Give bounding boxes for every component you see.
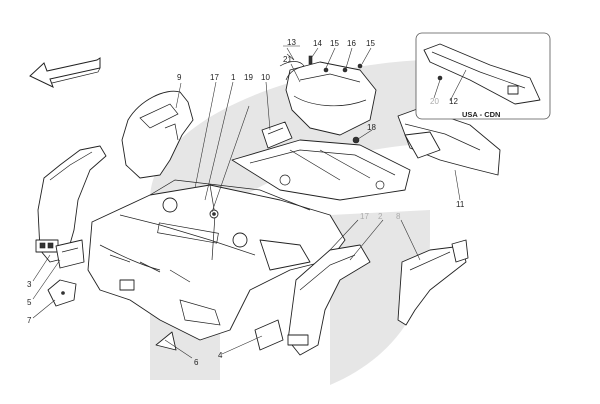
label-21: 21 (283, 55, 292, 64)
part-19-bolt (209, 209, 219, 219)
part-4-plate (254, 319, 284, 351)
part-labels: 1 2 3 4 5 6 7 8 9 10 11 12 13 14 15 16 1… (27, 38, 500, 367)
label-20: 20 (430, 97, 439, 106)
label-10: 10 (261, 73, 270, 82)
part-8-right-wheel-arch (397, 239, 469, 326)
label-17-b: 17 (360, 212, 369, 221)
label-5: 5 (27, 298, 32, 307)
label-18: 18 (367, 123, 376, 132)
part-2-right-side-panel (287, 244, 371, 356)
part-9-wheelhouse-panel (121, 90, 194, 179)
part-13-spare-wheel-well (285, 61, 377, 136)
direction-arrow-icon (29, 57, 101, 88)
label-14: 14 (313, 39, 322, 48)
part-18-grommet (352, 136, 360, 144)
part-5-bracket (55, 239, 85, 269)
label-6: 6 (194, 358, 199, 367)
label-17: 17 (210, 73, 219, 82)
label-16: 16 (347, 39, 356, 48)
label-1: 1 (231, 73, 236, 82)
label-13: 13 (287, 38, 296, 47)
inset-caption: USA - CDN (462, 110, 500, 119)
label-15-b: 15 (366, 39, 375, 48)
label-11: 11 (456, 200, 465, 209)
label-9: 9 (177, 73, 182, 82)
leader-lines (32, 45, 467, 359)
label-8: 8 (396, 212, 401, 221)
inset-usa-cdn (415, 32, 551, 120)
part-10-bracket (261, 121, 293, 149)
label-15: 15 (330, 39, 339, 48)
label-2: 2 (378, 212, 383, 221)
part-3-left-side-panel (35, 145, 107, 263)
label-12: 12 (449, 97, 458, 106)
part-7-small-plate (47, 279, 77, 307)
label-19: 19 (244, 73, 253, 82)
trunk-floor-panel (231, 139, 411, 201)
label-7: 7 (27, 316, 32, 325)
screws-group (308, 55, 363, 73)
label-4: 4 (218, 351, 223, 360)
part-21-seal (279, 61, 305, 81)
label-3: 3 (27, 280, 32, 289)
rear-floor-assembly (87, 179, 346, 341)
